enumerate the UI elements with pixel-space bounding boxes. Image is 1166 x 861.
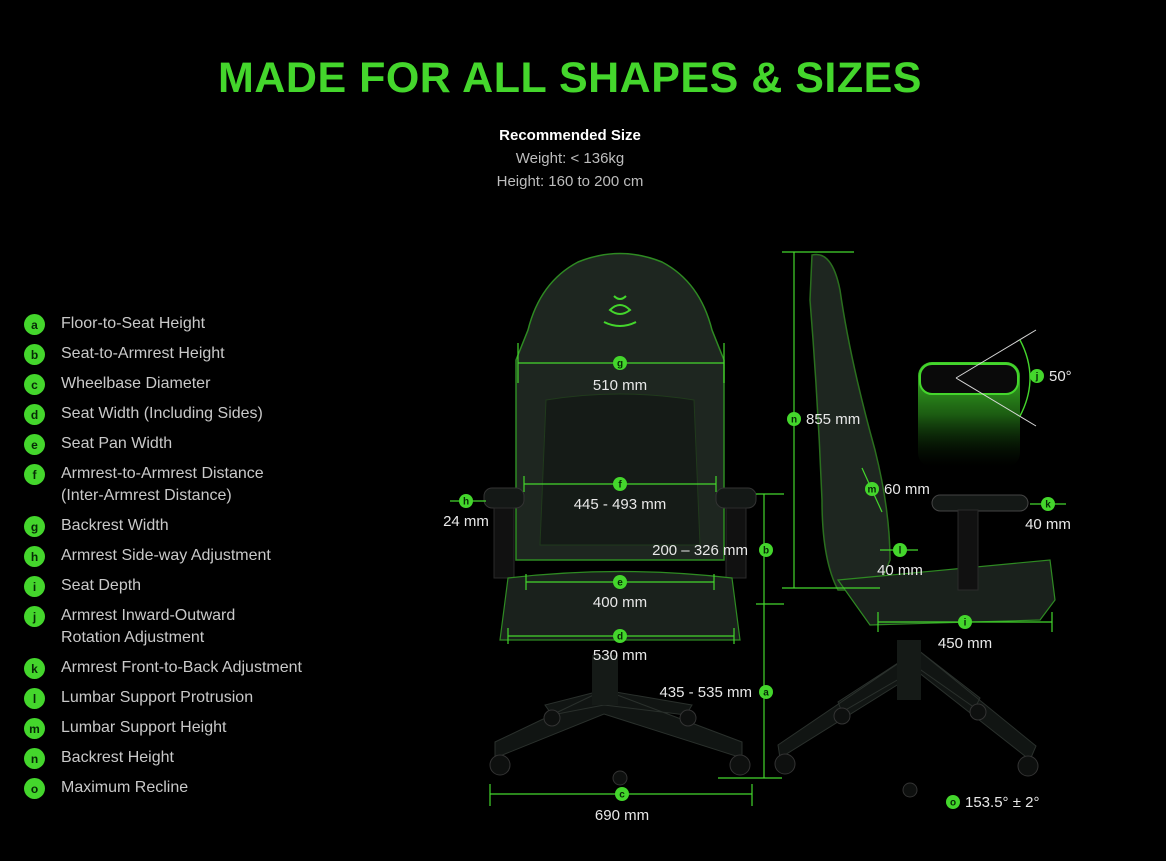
legend-label: Seat Width (Including Sides) xyxy=(61,405,263,422)
measure-j: 50° xyxy=(1049,368,1072,385)
legend-label: Armrest Side-way Adjustment xyxy=(61,547,271,564)
svg-text:d: d xyxy=(617,632,623,643)
measure-e: 400 mm xyxy=(593,594,647,611)
legend-item-j: j Armrest Inward-Outward Rotation Adjustm… xyxy=(24,605,302,649)
legend-label: Armrest Inward-Outward Rotation Adjustme… xyxy=(61,607,236,646)
legend-item-b: b Seat-to-Armrest Height xyxy=(24,343,302,365)
measure-m: 60 mm xyxy=(884,481,930,498)
legend-label: Armrest-to-Armrest Distance (Inter-Armre… xyxy=(61,465,264,504)
side-seat xyxy=(836,559,1056,626)
legend-item-a: a Floor-to-Seat Height xyxy=(24,313,302,335)
legend-badge: m xyxy=(24,718,45,739)
side-backrest xyxy=(809,253,891,591)
measure-a: 435 - 535 mm xyxy=(659,684,752,701)
legend-item-h: h Armrest Side-way Adjustment xyxy=(24,545,302,567)
measure-i: 450 mm xyxy=(938,635,992,652)
legend-badge: o xyxy=(24,778,45,799)
svg-text:b: b xyxy=(763,546,769,557)
measure-h: 24 mm xyxy=(443,513,489,530)
front-seat xyxy=(499,570,741,641)
legend-label: Backrest Width xyxy=(61,517,169,534)
razer-logo-icon xyxy=(603,295,637,327)
recommended-heading: Recommended Size xyxy=(499,127,641,144)
legend-badge: g xyxy=(24,516,45,537)
svg-text:n: n xyxy=(791,415,797,426)
legend-label: Wheelbase Diameter xyxy=(61,375,211,392)
legend-label: Lumbar Support Protrusion xyxy=(61,689,254,706)
svg-text:l: l xyxy=(899,546,902,557)
legend-badge: d xyxy=(24,404,45,425)
legend-badge: k xyxy=(24,658,45,679)
measure-b: 200 – 326 mm xyxy=(652,542,748,559)
legend-item-o: o Maximum Recline xyxy=(24,777,302,799)
legend-item-f: f Armrest-to-Armrest Distance (Inter-Armr… xyxy=(24,463,302,507)
dimension-legend: a Floor-to-Seat Height b Seat-to-Armrest H… xyxy=(24,313,302,807)
angle-guide xyxy=(955,329,1037,427)
page-title: MADE FOR ALL SHAPES & SIZES xyxy=(218,54,922,102)
svg-text:j: j xyxy=(1035,372,1039,383)
legend-label: Backrest Height xyxy=(61,749,174,766)
legend-item-n: n Backrest Height xyxy=(24,747,302,769)
recommended-size: Recommended Size Weight: < 136kg Height:… xyxy=(0,124,1140,193)
legend-item-k: k Armrest Front-to-Back Adjustment xyxy=(24,657,302,679)
measure-g: 510 mm xyxy=(593,377,647,394)
legend-badge: f xyxy=(24,464,45,485)
front-chair xyxy=(483,252,757,786)
legend-label: Seat Depth xyxy=(61,577,142,594)
legend-badge: n xyxy=(24,748,45,769)
legend-item-c: c Wheelbase Diameter xyxy=(24,373,302,395)
legend-label: Maximum Recline xyxy=(61,779,189,796)
svg-text:m: m xyxy=(868,485,877,496)
legend-label: Armrest Front-to-Back Adjustment xyxy=(61,659,302,676)
legend-badge: l xyxy=(24,688,45,709)
measure-o: 153.5° ± 2° xyxy=(965,794,1039,811)
legend-item-g: g Backrest Width xyxy=(24,515,302,537)
measure-f: 445 - 493 mm xyxy=(574,496,667,513)
legend-item-d: d Seat Width (Including Sides) xyxy=(24,403,302,425)
svg-text:e: e xyxy=(617,578,623,589)
legend-label: Floor-to-Seat Height xyxy=(61,315,206,332)
recommended-weight: Weight: < 136kg xyxy=(515,150,625,167)
legend-badge: a xyxy=(24,314,45,335)
legend-badge: e xyxy=(24,434,45,455)
svg-text:k: k xyxy=(1045,500,1051,511)
svg-text:a: a xyxy=(763,688,769,699)
legend-item-e: e Seat Pan Width xyxy=(24,433,302,455)
legend-badge: c xyxy=(24,374,45,395)
measurement-badges: g 510 mm f 445 - 493 mm e 400 mm d 530 m… xyxy=(443,356,1072,824)
measure-l: 40 mm xyxy=(877,562,923,579)
legend-item-i: i Seat Depth xyxy=(24,575,302,597)
legend-label: Lumbar Support Height xyxy=(61,719,227,736)
legend-badge: j xyxy=(24,606,45,627)
measure-d: 530 mm xyxy=(593,647,647,664)
recommended-height: Height: 160 to 200 cm xyxy=(496,173,644,190)
svg-text:i: i xyxy=(964,618,967,629)
legend-item-l: l Lumbar Support Protrusion xyxy=(24,687,302,709)
svg-text:o: o xyxy=(950,798,956,809)
svg-text:c: c xyxy=(619,790,625,801)
legend-label: Seat-to-Armrest Height xyxy=(61,345,225,362)
legend-label: Seat Pan Width xyxy=(61,435,173,452)
legend-badge: h xyxy=(24,546,45,567)
measure-c: 690 mm xyxy=(595,807,649,824)
measure-k: 40 mm xyxy=(1025,516,1071,533)
legend-item-m: m Lumbar Support Height xyxy=(24,717,302,739)
measure-n: 855 mm xyxy=(806,411,860,428)
svg-text:h: h xyxy=(463,497,469,508)
side-chair xyxy=(774,253,1056,798)
legend-badge: b xyxy=(24,344,45,365)
legend-badge: i xyxy=(24,576,45,597)
svg-text:g: g xyxy=(617,359,623,370)
svg-text:f: f xyxy=(618,480,622,491)
